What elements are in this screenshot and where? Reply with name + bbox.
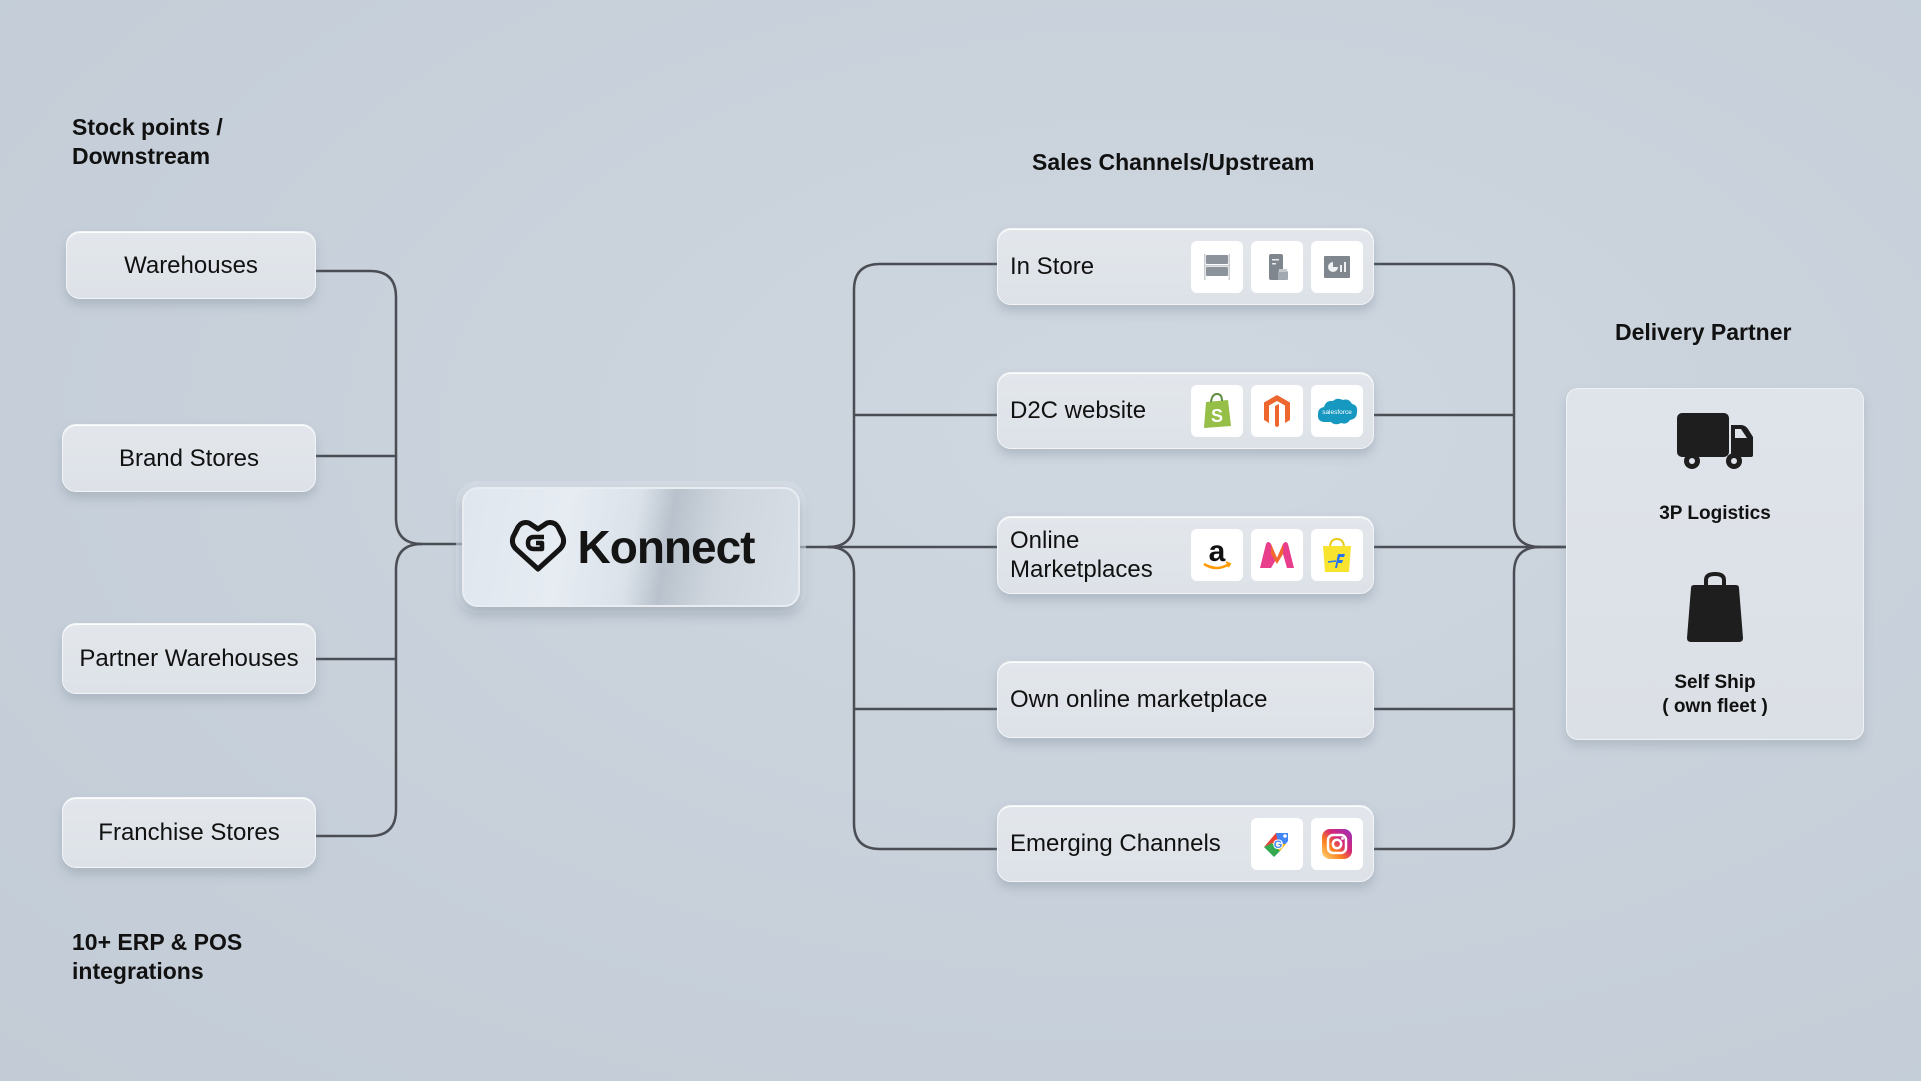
node-label: In Store (1010, 253, 1095, 280)
downstream-heading-line1: Stock points / (72, 114, 223, 140)
downstream-heading: Stock points / Downstream (72, 113, 223, 171)
dashboard-chart-icon (1311, 240, 1363, 293)
svg-text:G: G (1274, 839, 1283, 851)
upstream-heading: Sales Channels/Upstream (1032, 149, 1315, 175)
node-label: Emerging Channels (1010, 830, 1221, 857)
truck-icon (1675, 411, 1755, 480)
shopping-bag-icon (1685, 571, 1745, 649)
icon-group (1191, 240, 1363, 293)
node-label: D2C website (1010, 397, 1147, 424)
node-label: Franchise Stores (98, 819, 280, 846)
node-in-store[interactable]: In Store (997, 228, 1374, 305)
integrations-heading-line2: integrations (72, 958, 204, 984)
flipkart-icon (1311, 529, 1363, 581)
delivery-option-sublabel: ( own fleet ) (1662, 696, 1768, 717)
svg-text:a: a (1209, 536, 1226, 568)
delivery-option-label: Self Ship (1674, 672, 1756, 693)
delivery-heading: Delivery Partner (1615, 319, 1792, 345)
node-franchise-stores[interactable]: Franchise Stores (62, 797, 316, 868)
konnect-hub[interactable]: Konnect (462, 487, 800, 607)
delivery-option-3p-logistics[interactable]: 3P Logistics (1567, 411, 1863, 526)
shopify-icon: S (1191, 384, 1243, 437)
mobile-pos-icon (1251, 240, 1303, 293)
node-label: Online Marketplaces (1010, 526, 1153, 584)
delivery-option-self-ship[interactable]: Self Ship ( own fleet ) (1567, 571, 1863, 719)
delivery-option-label: 3P Logistics (1659, 503, 1771, 524)
node-label: Brand Stores (118, 444, 260, 472)
node-brand-stores[interactable]: Brand Stores (62, 424, 316, 492)
node-warehouses[interactable]: Warehouses (66, 231, 316, 299)
downstream-heading-line2: Downstream (72, 143, 211, 169)
node-label: Own online marketplace (1010, 686, 1268, 713)
magento-icon (1251, 384, 1303, 437)
icon-group: a (1191, 529, 1363, 581)
node-label-line2: Marketplaces (1010, 556, 1153, 583)
icon-group: G (1251, 817, 1363, 870)
node-label-line1: Online (1010, 527, 1080, 554)
konnect-brand-name: Konnect (577, 521, 756, 573)
instagram-icon (1311, 817, 1363, 870)
integrations-heading-line1: 10+ ERP & POS (72, 929, 243, 955)
node-label: Partner Warehouses (79, 645, 299, 672)
node-online-marketplaces[interactable]: Online Marketplaces a (997, 516, 1374, 594)
integrations-heading: 10+ ERP & POS integrations (72, 928, 242, 986)
node-own-online-marketplace[interactable]: Own online marketplace (997, 661, 1374, 738)
salesforce-icon: salesforce (1311, 384, 1363, 437)
amazon-icon: a (1191, 529, 1243, 581)
node-label: Warehouses (124, 251, 258, 279)
node-emerging-channels[interactable]: Emerging Channels G (997, 805, 1374, 882)
icon-group: S salesforce (1191, 384, 1363, 437)
node-d2c-website[interactable]: D2C website S salesforce (997, 372, 1374, 449)
shelf-rack-icon (1191, 240, 1243, 293)
svg-text:salesforce: salesforce (1322, 409, 1352, 416)
node-partner-warehouses[interactable]: Partner Warehouses (62, 623, 316, 694)
konnect-heart-logo-icon (508, 517, 568, 578)
myntra-icon (1251, 529, 1303, 581)
google-shopping-icon: G (1251, 817, 1303, 870)
delivery-partner-panel: 3P Logistics Self Ship ( own fleet ) (1566, 388, 1864, 740)
svg-text:S: S (1211, 406, 1223, 426)
